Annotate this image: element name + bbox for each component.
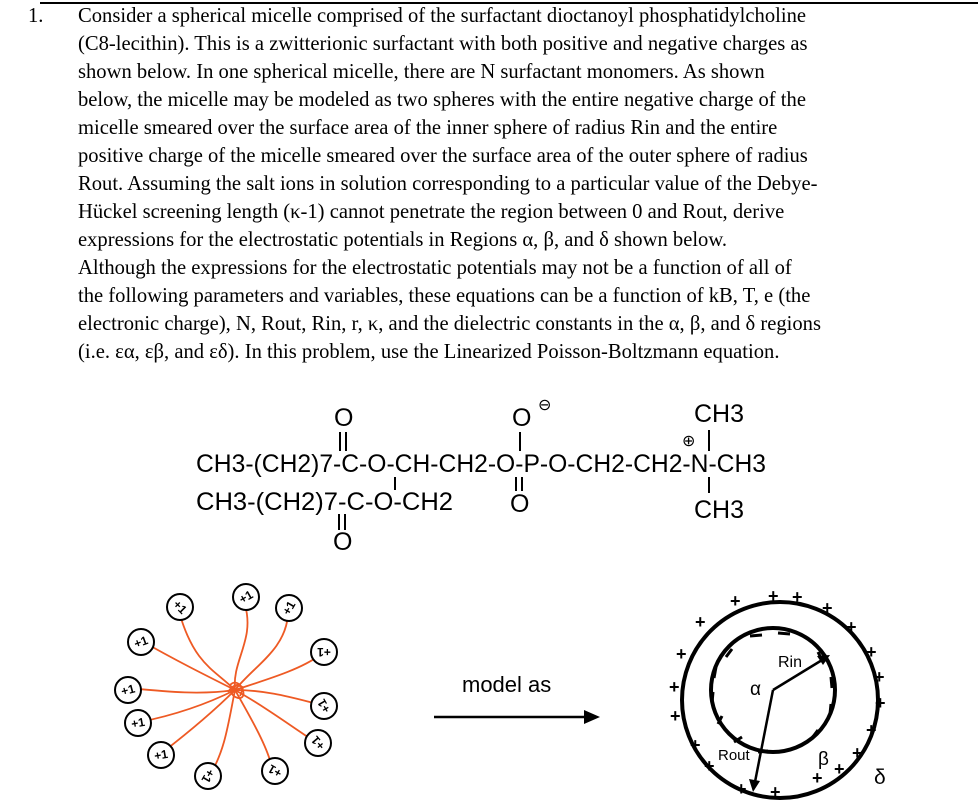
problem-line: positive charge of the micelle smeared o… xyxy=(78,145,808,167)
svg-text:+: + xyxy=(690,735,701,755)
problem-body: Consider a spherical micelle comprised o… xyxy=(78,2,948,366)
structure-chain-line1: CH3-(CH2)7-C-O-CH-CH2-O-P-O-CH2-CH2-N-CH… xyxy=(196,450,766,478)
svg-text:+: + xyxy=(875,693,886,713)
problem-line: electronic charge), N, Rout, Rin, r, κ, … xyxy=(78,313,821,335)
region-delta: δ xyxy=(874,766,886,789)
svg-text:+: + xyxy=(676,644,687,664)
problem-line: expressions for the electrostatic potent… xyxy=(78,229,728,251)
charge-label: +1 xyxy=(237,587,256,606)
rout-radius-line xyxy=(752,689,775,788)
problem-line: micelle smeared over the surface area of… xyxy=(78,117,778,139)
svg-text:+: + xyxy=(770,782,781,802)
label-rin: Rin xyxy=(778,654,802,671)
structure-chain-line2: CH3-(CH2)7-C-O-CH2 xyxy=(196,488,453,516)
problem-number: 1. xyxy=(28,5,44,27)
outer-sphere xyxy=(680,600,880,800)
svg-text:+: + xyxy=(695,612,706,632)
svg-text:+: + xyxy=(768,586,779,606)
svg-text:+: + xyxy=(704,756,715,776)
label-rout: Rout xyxy=(718,747,751,764)
arrow-label: model as xyxy=(462,672,551,697)
micelle-drawing: +1 +1 +1 +1 +1 +1 +1 +1 +1 +1 +1 +1 xyxy=(114,583,338,790)
problem-line: Rout. Assuming the salt ions in solution… xyxy=(78,173,818,195)
problem-line: the following parameters and variables, … xyxy=(78,285,811,307)
outer-plus-charges: + + + + + + + + + + + + + + + + + + + + xyxy=(669,586,886,802)
charge-label: +1 xyxy=(153,747,169,763)
svg-text:+: + xyxy=(866,642,877,662)
methyl-top: CH3 xyxy=(694,400,744,428)
problem-line: (C8-lecithin). This is a zwitterionic su… xyxy=(78,33,808,55)
problem-line: Hückel screening length (κ-1) cannot pen… xyxy=(78,201,785,223)
problem-line: (i.e. εα, εβ, and εδ). In this problem, … xyxy=(78,341,780,363)
inner-sphere xyxy=(709,626,837,754)
charge-label: +1 xyxy=(130,715,146,731)
charge-label: +1 xyxy=(280,598,299,617)
lecithin-structure: CH3-(CH2)7-C-O-CH-CH2-O-P-O-CH2-CH2-N-CH… xyxy=(196,397,766,556)
region-beta: β xyxy=(818,749,829,770)
problem-line: Consider a spherical micelle comprised o… xyxy=(78,5,807,27)
charge-label: +1 xyxy=(120,681,137,698)
phosphate-oxygen-bottom: O xyxy=(510,490,529,518)
svg-text:+: + xyxy=(670,706,681,726)
svg-text:+: + xyxy=(792,587,803,607)
positive-charge-icon: ⊕ xyxy=(682,433,695,450)
problem-line: Although the expressions for the electro… xyxy=(78,257,792,279)
svg-text:+: + xyxy=(846,617,857,637)
surfactant-tails xyxy=(127,604,323,776)
charge-label: +1 xyxy=(265,761,284,780)
svg-text:+: + xyxy=(852,743,863,763)
problem-line: shown below. In one spherical micelle, t… xyxy=(78,61,765,83)
svg-text:+: + xyxy=(736,779,747,799)
carbonyl-oxygen-bottom: O xyxy=(333,528,352,556)
charge-label: +1 xyxy=(198,767,217,786)
svg-text:+: + xyxy=(669,677,680,697)
rin-radius-line xyxy=(772,655,828,692)
negative-charge-icon: ⊖ xyxy=(538,397,551,414)
two-sphere-model: + + + + + + + + + + + + + + + + + + + + xyxy=(669,586,886,802)
problem-line: below, the micelle may be modeled as two… xyxy=(78,89,806,111)
phosphate-oxygen-top: O xyxy=(512,404,531,432)
charge-label: +1 xyxy=(314,696,333,715)
methyl-bottom: CH3 xyxy=(694,496,744,524)
svg-text:+: + xyxy=(730,591,741,611)
svg-text:+: + xyxy=(866,720,877,740)
svg-text:+: + xyxy=(874,667,885,687)
top-rule xyxy=(40,2,978,4)
headgroup-labels: +1 +1 +1 +1 +1 +1 +1 +1 +1 +1 +1 +1 xyxy=(120,587,334,785)
charge-label: +1 xyxy=(132,633,150,651)
svg-text:+: + xyxy=(822,598,833,618)
carbonyl-oxygen-top: O xyxy=(334,404,353,432)
headgroups xyxy=(114,583,338,790)
svg-text:+: + xyxy=(834,759,845,779)
problem-text: 1. Consider a spherical micelle comprise… xyxy=(28,2,948,366)
region-alpha: α xyxy=(750,679,761,700)
svg-text:+: + xyxy=(812,768,823,788)
charge-label: +1 xyxy=(317,645,331,659)
model-as-arrow: model as xyxy=(434,672,600,724)
